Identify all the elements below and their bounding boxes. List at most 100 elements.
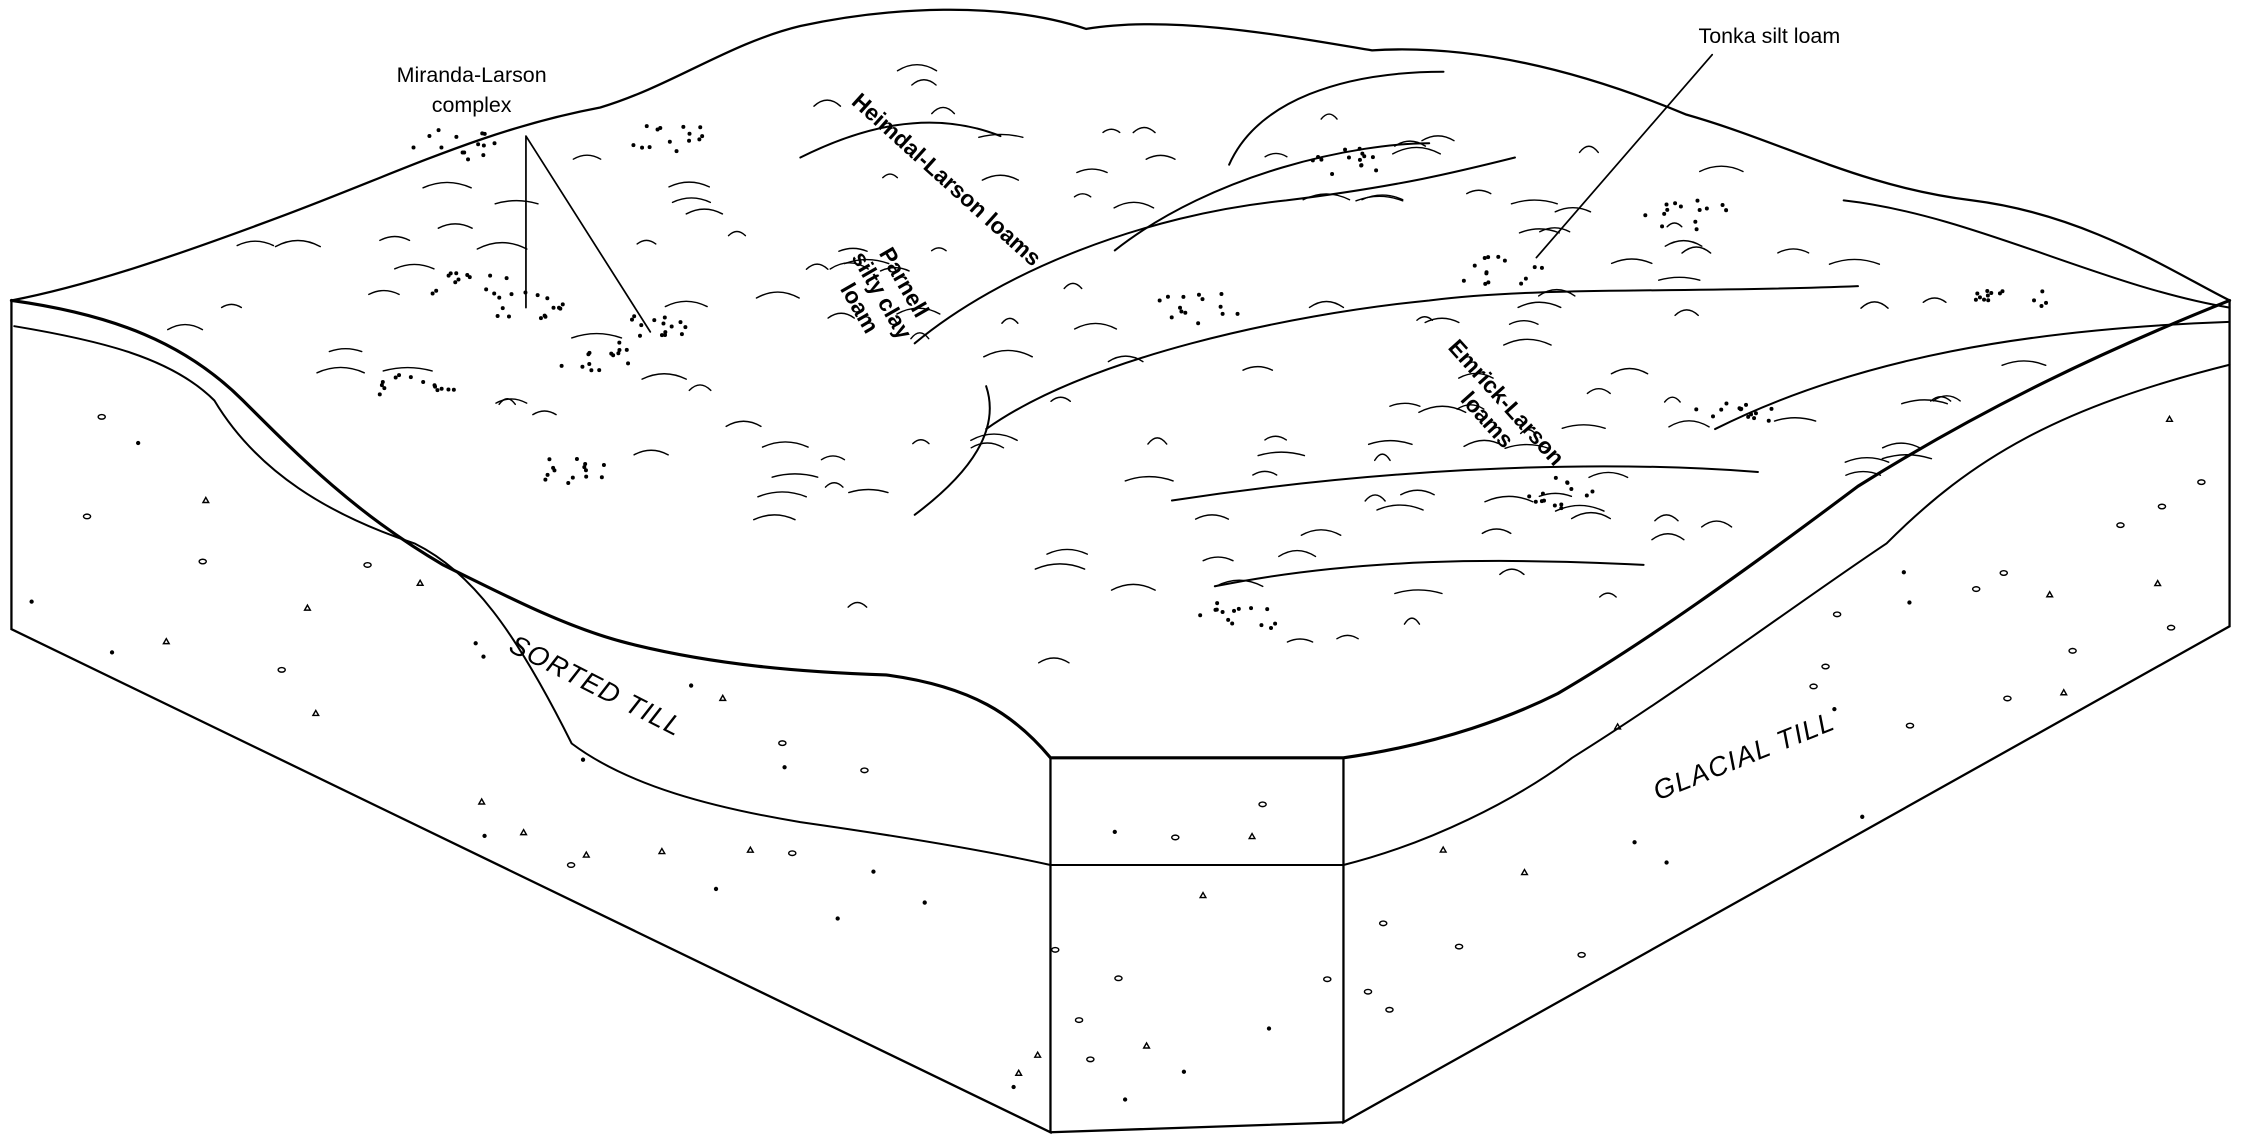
hachure-stroke bbox=[1050, 396, 1072, 402]
pebble bbox=[2157, 503, 2167, 510]
hachure-stroke bbox=[771, 473, 819, 478]
label-emrick-group: Emrick-Larson loams bbox=[1443, 334, 1569, 470]
hachure-stroke bbox=[1355, 195, 1404, 202]
hachure-stroke bbox=[1394, 589, 1443, 595]
stipple-dot bbox=[1662, 211, 1667, 216]
stipple-dot bbox=[1232, 608, 1237, 613]
hachure-stroke bbox=[1286, 638, 1314, 643]
hachure-stroke bbox=[1376, 504, 1424, 511]
stipple-dot bbox=[630, 317, 635, 322]
stipple-dot bbox=[1559, 506, 1564, 511]
hachure-stroke bbox=[1504, 443, 1550, 450]
stipple-dot bbox=[1584, 493, 1589, 498]
hachure-stroke bbox=[1561, 424, 1606, 430]
pebble bbox=[82, 513, 92, 520]
stipple-dot bbox=[439, 386, 444, 391]
hachure-stroke bbox=[1586, 387, 1611, 395]
stipple-dot bbox=[1749, 412, 1754, 417]
hachure-stroke bbox=[910, 332, 930, 340]
hachure-stroke bbox=[978, 133, 1024, 139]
hachure-stroke bbox=[1554, 504, 1605, 512]
stipple-dot bbox=[1370, 155, 1375, 160]
stipple-dot bbox=[1359, 163, 1364, 168]
angular-fragment bbox=[303, 603, 312, 611]
stipple-dot bbox=[1157, 298, 1162, 303]
hachure-stroke bbox=[1458, 372, 1494, 379]
hachure-stroke bbox=[368, 289, 400, 296]
stipple-dot bbox=[427, 134, 432, 139]
stipple-dot bbox=[551, 465, 556, 470]
pebble bbox=[1999, 570, 2009, 577]
sand-dot bbox=[1907, 600, 1912, 605]
sand-dot bbox=[688, 683, 694, 688]
stipple-dot bbox=[700, 134, 705, 139]
stipple-dot bbox=[1746, 414, 1751, 419]
angular-fragment bbox=[201, 496, 210, 504]
hachure-stroke bbox=[236, 240, 275, 247]
stipple-dot bbox=[570, 475, 575, 480]
hachure-stroke bbox=[847, 601, 868, 608]
stipple-dot bbox=[492, 141, 497, 146]
stipple-dot bbox=[1220, 311, 1225, 316]
hachure-stroke bbox=[1651, 533, 1685, 541]
hachure-stroke bbox=[668, 181, 711, 188]
hachure-stroke bbox=[1102, 128, 1121, 134]
stipple-dot bbox=[1997, 291, 2002, 296]
stipple-dot bbox=[1330, 171, 1335, 176]
hachure-stroke bbox=[981, 174, 1020, 181]
hachure-stroke bbox=[1510, 199, 1558, 205]
pebble bbox=[1074, 1017, 1084, 1024]
angular-fragment bbox=[1142, 1041, 1151, 1049]
front-surface-edge bbox=[9, 298, 2232, 760]
angular-fragment bbox=[1198, 891, 1208, 899]
stipple-dot bbox=[476, 142, 481, 147]
hachure-stroke bbox=[532, 410, 557, 416]
stipple-dot bbox=[584, 474, 589, 479]
hachure-stroke bbox=[1539, 227, 1571, 233]
stipple-dot bbox=[1540, 491, 1545, 496]
pebble bbox=[2003, 695, 2012, 702]
stipple-dot bbox=[495, 313, 500, 318]
stipple-dot bbox=[1502, 258, 1507, 263]
hachure-stroke bbox=[970, 433, 1018, 442]
stipple-dot bbox=[559, 363, 564, 368]
hachure-stroke bbox=[931, 106, 956, 115]
stipple-dot bbox=[1986, 298, 1991, 303]
stipple-dot bbox=[439, 145, 444, 150]
angular-fragment bbox=[657, 847, 666, 855]
hachure-stroke bbox=[911, 79, 937, 86]
angular-fragment bbox=[718, 693, 727, 702]
stipple-dot bbox=[1316, 154, 1321, 159]
hachure-stroke bbox=[1463, 439, 1506, 448]
hachure-stroke bbox=[725, 420, 762, 428]
stipple-dot bbox=[663, 330, 668, 335]
hachure-stroke bbox=[879, 266, 910, 272]
hachure-stroke bbox=[422, 181, 472, 189]
stipple-dot bbox=[1539, 265, 1544, 270]
pebble bbox=[2068, 647, 2077, 654]
stipple-dot bbox=[435, 388, 440, 393]
hachure-stroke bbox=[1456, 404, 1485, 410]
stipple-dot bbox=[465, 273, 470, 278]
stipple-dot bbox=[1985, 288, 1990, 293]
hachure-stroke bbox=[671, 197, 712, 204]
hachure-stroke bbox=[755, 291, 800, 299]
left-face-edges bbox=[10, 299, 1052, 1135]
hachure-stroke bbox=[1657, 276, 1701, 281]
pebble bbox=[277, 666, 286, 673]
angular-fragment bbox=[746, 845, 755, 853]
hachure-stroke bbox=[813, 99, 842, 107]
stipple-dot bbox=[681, 124, 686, 129]
pebble bbox=[1385, 1006, 1394, 1013]
stipple-dot bbox=[1532, 265, 1537, 270]
stipple-dot bbox=[1486, 280, 1491, 285]
stipple-dot bbox=[659, 333, 664, 338]
stipple-dot bbox=[1213, 607, 1218, 612]
stipple-dot bbox=[1769, 406, 1774, 411]
stipple-dot bbox=[1319, 157, 1324, 162]
stipple-dot bbox=[1752, 416, 1757, 421]
stipple-dot bbox=[637, 333, 642, 338]
hachure-stroke bbox=[1700, 520, 1733, 528]
pebble bbox=[787, 850, 797, 857]
stipple-dot bbox=[597, 368, 602, 373]
